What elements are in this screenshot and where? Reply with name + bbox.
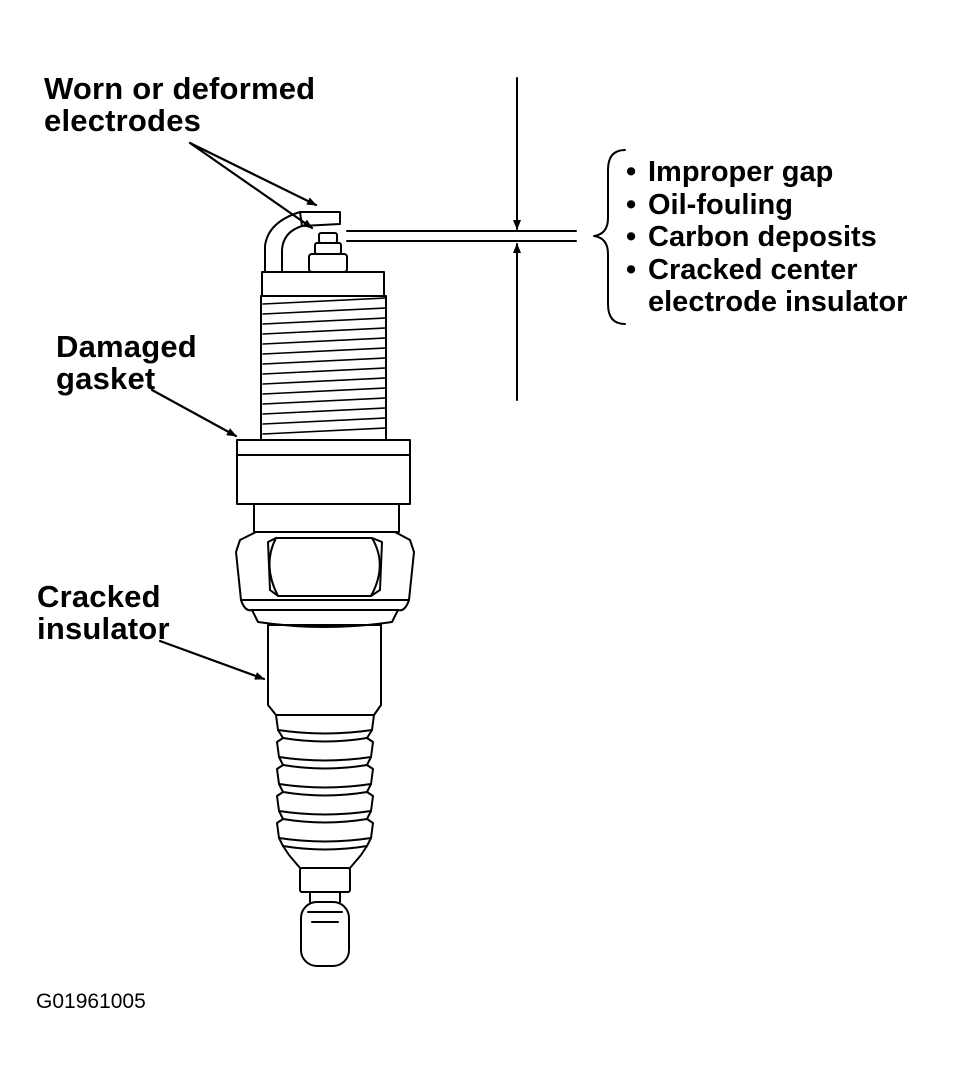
gap-cause-text-continued: electrode insulator — [648, 286, 908, 318]
figure-id: G01961005 — [36, 990, 146, 1013]
collar — [253, 503, 400, 533]
insulator-ribs — [275, 714, 375, 869]
worn-electrode-arrow-1 — [188, 141, 318, 207]
gap-cause-text: Carbon deposits — [648, 221, 877, 253]
gap-cause-item: • Oil-fouling — [626, 189, 907, 222]
gap-cause-text: Improper gap — [648, 156, 834, 188]
insulator-arrow — [158, 639, 266, 681]
gap-cause-item: • Cracked center electrode insulator — [626, 254, 907, 319]
bullet: • — [626, 156, 637, 188]
gap-cause-item: • Improper gap — [626, 156, 907, 189]
gasket-arrow — [150, 388, 238, 438]
cracked-insulator-label: Cracked insulator — [37, 581, 170, 645]
damaged-gasket-label-line-2: gasket — [56, 361, 156, 396]
gap-cause-text: Cracked center — [648, 253, 858, 286]
bullet: • — [626, 188, 637, 221]
damaged-gasket-label-line-1: Damaged — [56, 329, 197, 364]
gap-dimension — [346, 77, 577, 401]
bullet: • — [626, 253, 637, 286]
worn-electrodes-label: Worn or deformed electrodes — [44, 73, 315, 137]
gap-causes-list: • Improper gap • Oil-fouling • Carbon de… — [626, 156, 907, 319]
worn-electrodes-label-line-2: electrodes — [44, 103, 202, 138]
gap-cause-item: • Carbon deposits — [626, 221, 907, 254]
cracked-insulator-label-line-2: insulator — [37, 611, 170, 646]
gap-cause-text: Oil-fouling — [648, 188, 793, 221]
hex-nut — [235, 531, 415, 628]
cracked-insulator-label-line-1: Cracked — [37, 579, 161, 614]
threaded-shell — [260, 271, 387, 441]
worn-electrodes-label-line-1: Worn or deformed — [44, 71, 316, 106]
terminal-nut — [299, 867, 351, 967]
insulator-body — [267, 624, 382, 716]
causes-brace — [593, 149, 626, 325]
damaged-gasket-label: Damaged gasket — [56, 331, 197, 395]
gasket — [236, 439, 411, 505]
worn-electrode-arrow-2 — [188, 141, 314, 230]
bullet: • — [626, 221, 637, 253]
center-electrode — [308, 232, 348, 273]
leader-arrows — [150, 141, 318, 681]
